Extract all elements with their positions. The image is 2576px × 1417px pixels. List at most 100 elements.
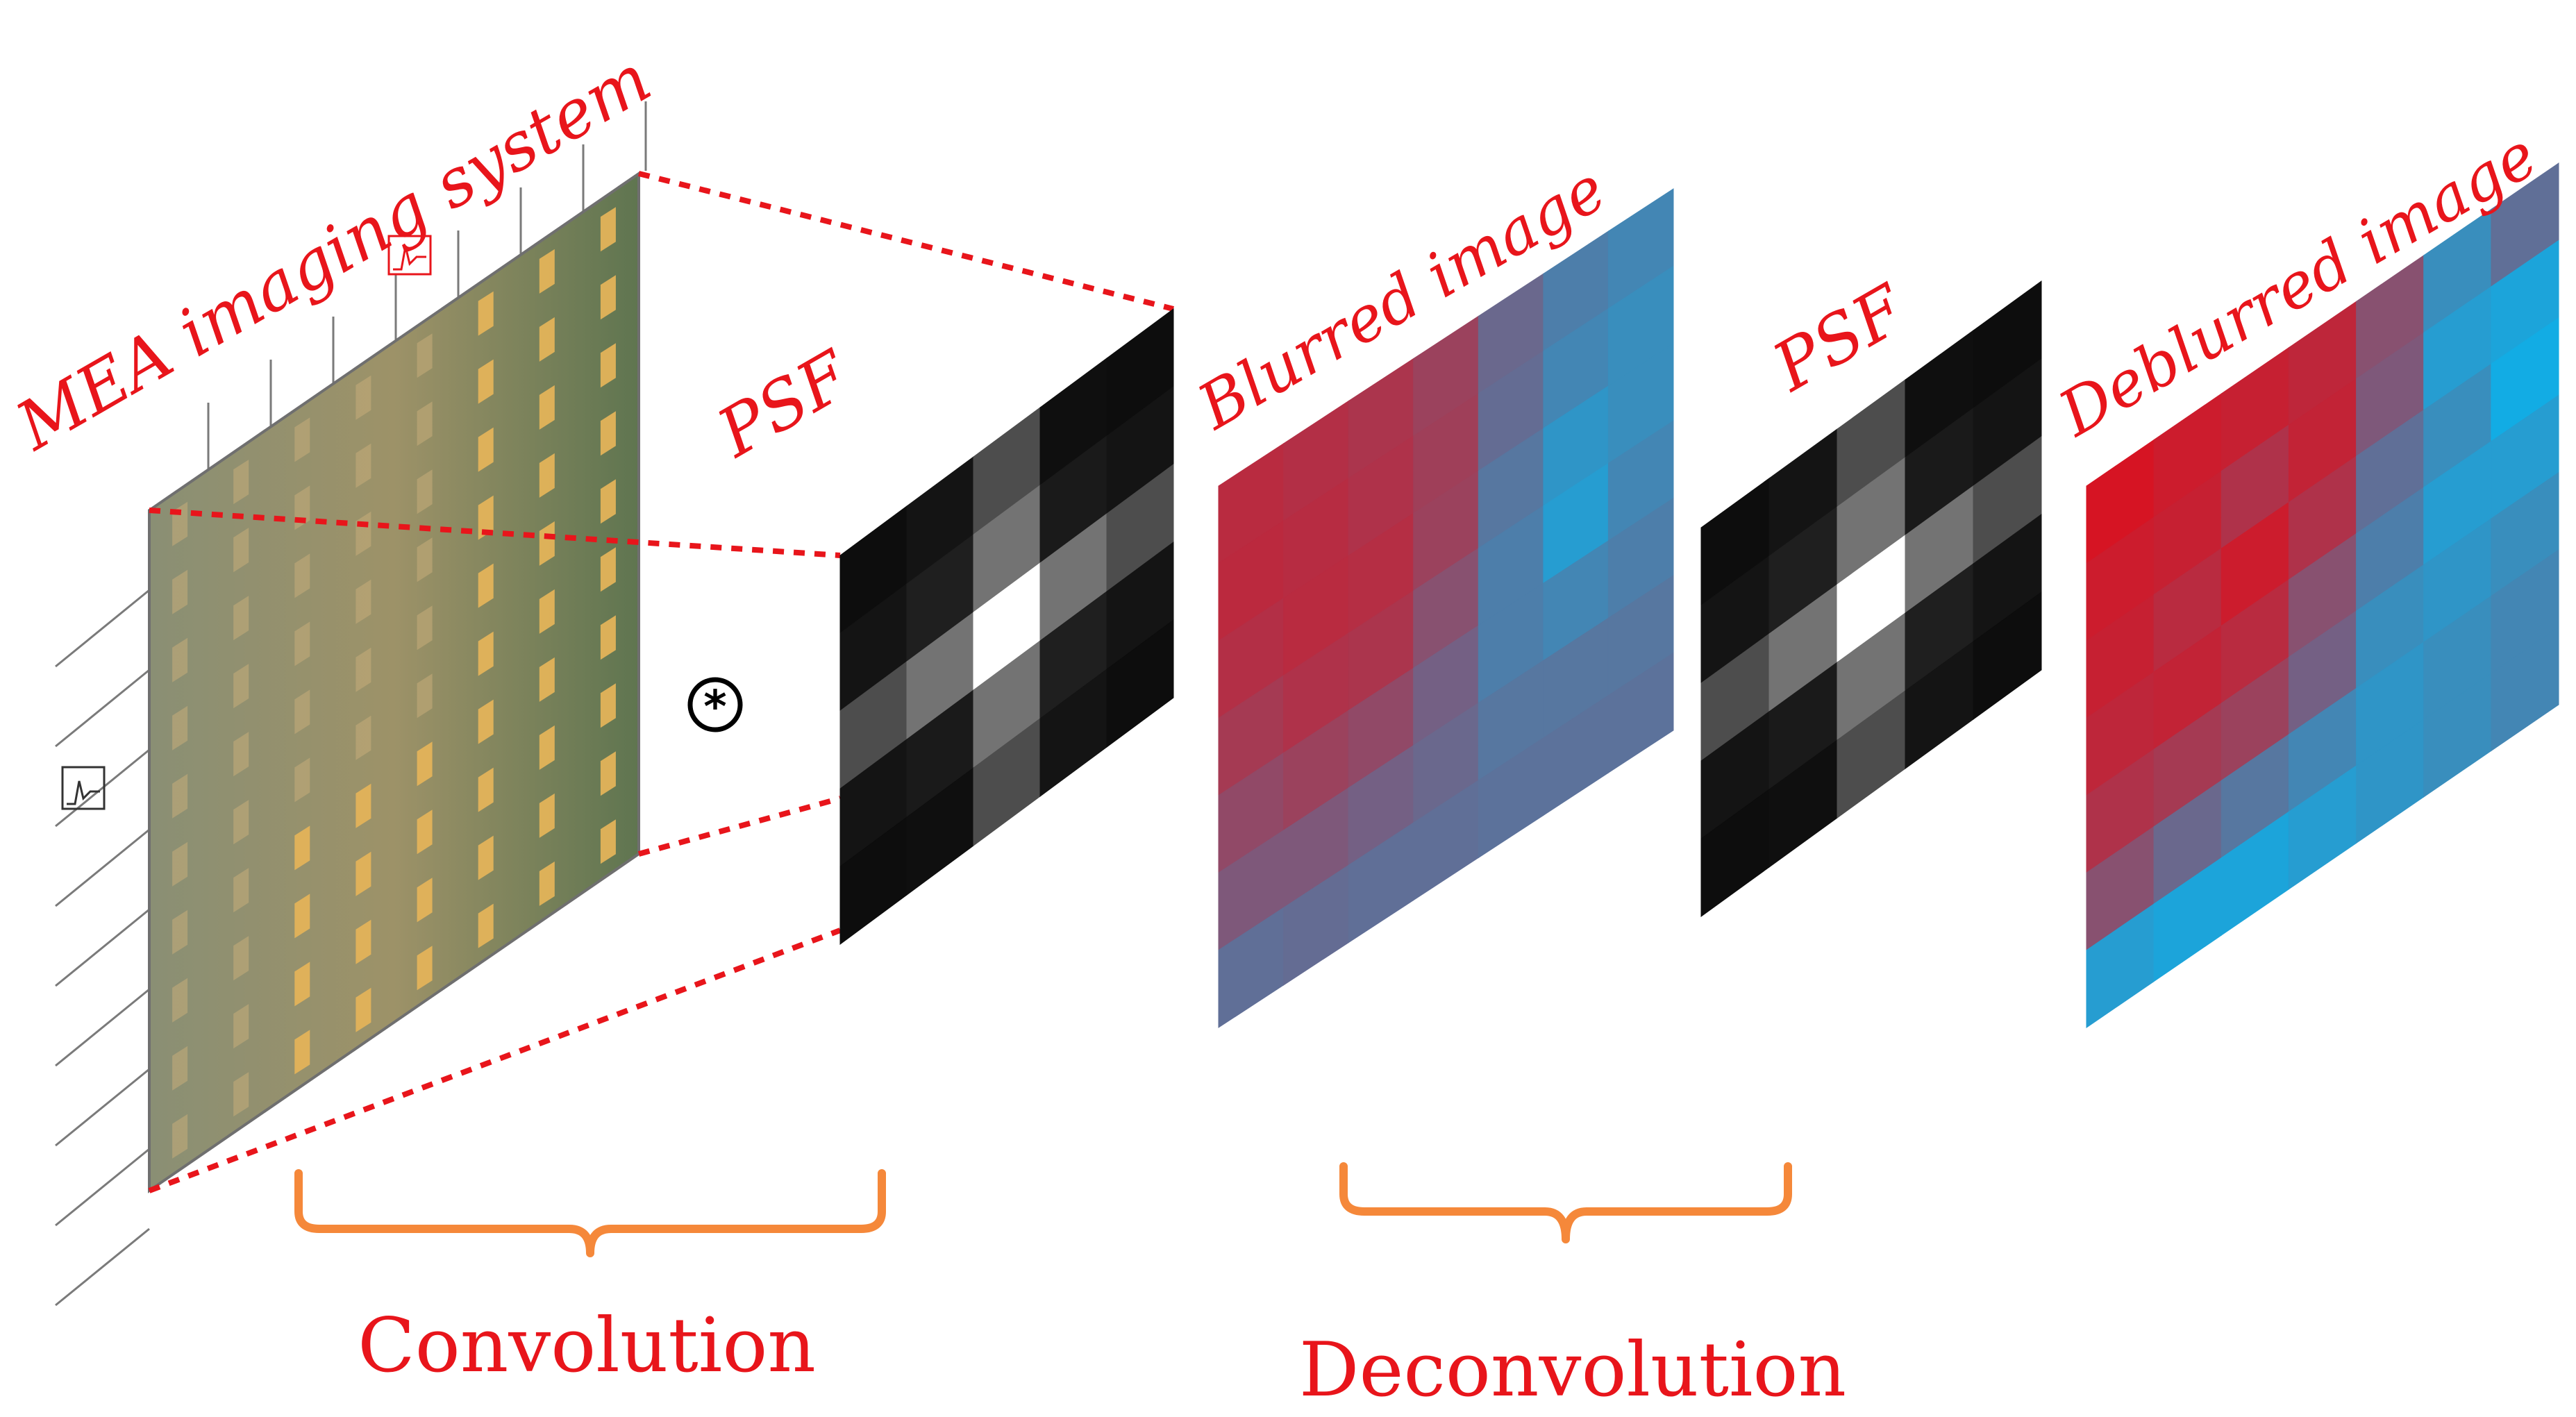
mea-electrode — [233, 732, 249, 777]
mea-electrode — [172, 773, 188, 819]
mea-electrode-array — [172, 207, 616, 1159]
mea-electrode — [172, 1114, 188, 1159]
mea-electrode — [294, 1030, 310, 1075]
mea-electrode — [233, 596, 249, 641]
mea-electrode — [600, 207, 616, 252]
signal-trace-icon — [61, 766, 106, 810]
deconvolution-brace — [1339, 1162, 1792, 1243]
mea-electrode — [356, 715, 371, 760]
mea-electrode — [356, 851, 371, 896]
mea-electrode — [417, 401, 433, 446]
mea-wire — [55, 908, 150, 987]
psf-label-2: PSF — [1759, 269, 1920, 407]
convolution-brace — [294, 1169, 886, 1257]
mea-electrode — [356, 647, 371, 692]
mea-electrode — [478, 903, 494, 948]
psf-1-cell — [1106, 619, 1174, 748]
mea-wire — [55, 828, 150, 907]
mea-electrode — [417, 333, 433, 378]
mea-electrode — [539, 861, 555, 906]
mea-electrode — [478, 563, 494, 608]
deblurred-cell — [2491, 626, 2559, 752]
mea-electrode — [356, 987, 371, 1032]
signal-trace-icon-top — [387, 235, 432, 276]
mea-electrode — [478, 495, 494, 540]
psf-label-1: PSF — [704, 335, 864, 473]
mea-electrode — [417, 810, 433, 855]
blurred-cell — [1607, 652, 1674, 774]
mea-electrode — [600, 615, 616, 660]
projection-line-inner-bottom — [637, 796, 842, 857]
mea-electrode — [417, 946, 433, 991]
mea-electrode — [600, 343, 616, 388]
projection-lines — [148, 171, 1174, 1193]
mea-electrode — [478, 699, 494, 744]
mea-electrode — [294, 621, 310, 666]
mea-wire — [55, 988, 150, 1067]
mea-electrode — [417, 537, 433, 582]
mea-electrode — [294, 825, 310, 871]
mea-chip — [148, 171, 640, 1193]
mea-electrode — [600, 819, 616, 864]
mea-electrode — [294, 553, 310, 598]
mea-electrode — [478, 427, 494, 472]
mea-electrode — [539, 249, 555, 294]
deblurred-image — [2086, 162, 2559, 1028]
mea-electrode — [478, 359, 494, 404]
mea-electrode — [539, 657, 555, 702]
mea-electrode — [233, 868, 249, 913]
psf-kernel-1 — [839, 308, 1174, 945]
mea-electrode — [233, 460, 249, 505]
mea-electrode — [600, 547, 616, 592]
mea-electrode — [539, 793, 555, 838]
mea-wire — [55, 1148, 150, 1227]
mea-wire — [55, 1227, 150, 1307]
psf-2-cell — [1973, 592, 2042, 720]
mea-electrode — [478, 835, 494, 880]
mea-electrode — [294, 894, 310, 939]
mea-electrode — [417, 469, 433, 514]
mea-wire-grid — [55, 101, 647, 1307]
mea-electrode — [172, 637, 188, 682]
mea-electrode — [539, 521, 555, 566]
mea-electrode — [356, 579, 371, 624]
mea-electrode — [233, 528, 249, 573]
mea-electrode — [356, 783, 371, 828]
mea-electrode — [356, 375, 371, 420]
mea-electrode — [356, 443, 371, 488]
mea-wire — [55, 589, 150, 668]
mea-electrode — [600, 751, 616, 796]
mea-electrode — [294, 962, 310, 1007]
mea-wire — [55, 748, 150, 828]
mea-electrode — [172, 569, 188, 614]
mea-electrode — [600, 683, 616, 728]
mea-electrode — [539, 453, 555, 498]
mea-electrode — [417, 673, 433, 719]
mea-electrode — [478, 631, 494, 676]
convolution-label: Convolution — [358, 1302, 816, 1389]
mea-electrode — [539, 317, 555, 362]
mea-electrode — [600, 479, 616, 524]
projection-line-top-right — [638, 171, 1174, 312]
mea-wire — [55, 669, 150, 748]
mea-electrode — [417, 878, 433, 923]
mea-electrode — [172, 978, 188, 1023]
mea-electrode — [539, 589, 555, 634]
mea-electrode — [478, 291, 494, 336]
deconvolution-label: Deconvolution — [1299, 1327, 1846, 1414]
mea-electrode — [233, 1004, 249, 1049]
mea-electrode — [233, 664, 249, 709]
mea-electrode — [233, 936, 249, 981]
mea-electrode — [600, 411, 616, 456]
mea-electrode — [172, 841, 188, 887]
mea-electrode — [356, 919, 371, 964]
mea-electrode — [539, 385, 555, 430]
mea-electrode — [478, 767, 494, 812]
mea-electrode — [233, 1072, 249, 1117]
blurred-image — [1218, 188, 1674, 1028]
mea-electrode — [172, 1046, 188, 1091]
mea-electrode — [294, 757, 310, 803]
mea-electrode — [539, 725, 555, 770]
mea-electrode — [294, 417, 310, 462]
